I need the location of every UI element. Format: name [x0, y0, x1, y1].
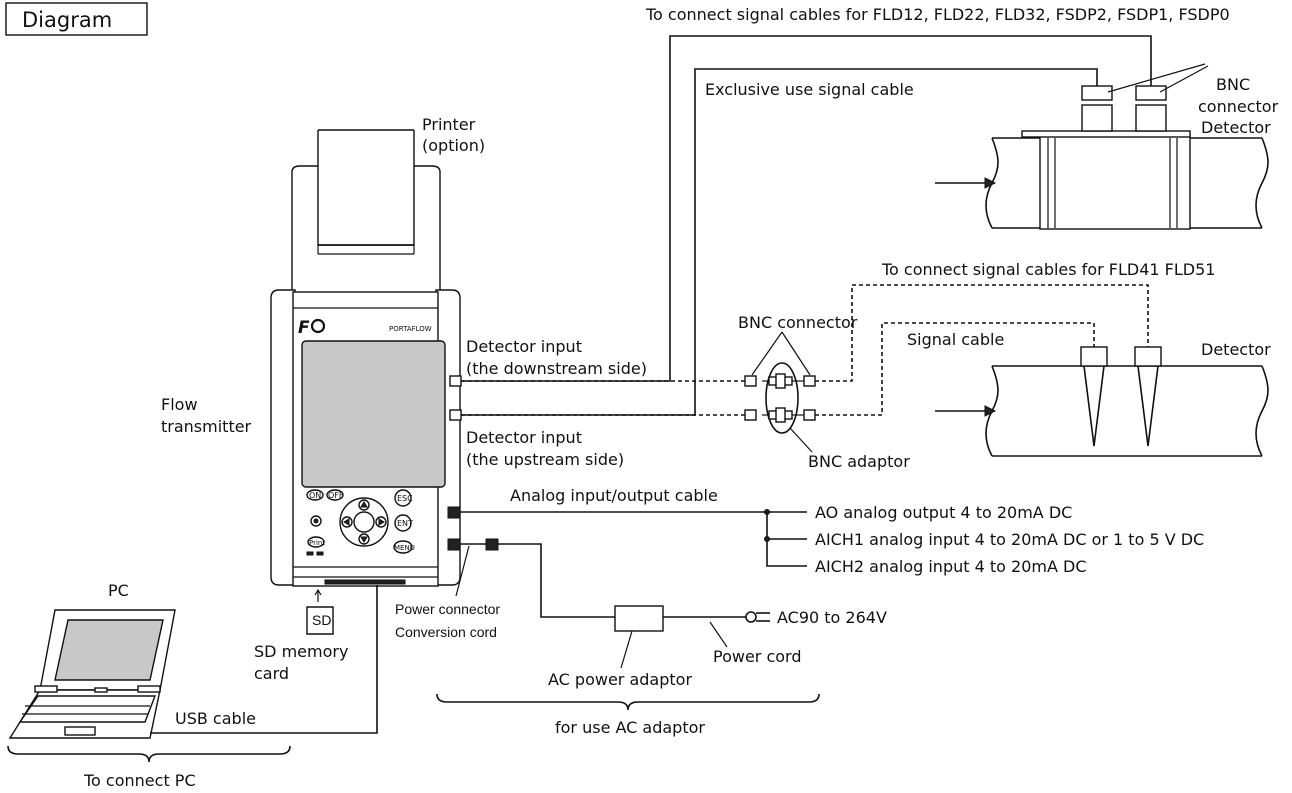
esc-key[interactable] — [394, 489, 412, 507]
sd-icon-label: SD — [312, 612, 331, 628]
power-connector-label: Power connector — [395, 601, 500, 617]
off-key[interactable] — [326, 489, 344, 501]
ac-range-label: AC90 to 264V — [777, 608, 887, 627]
exclusive-cable-label: Exclusive use signal cable — [705, 80, 914, 99]
bnc-connector-label: connector — [1198, 97, 1279, 116]
bnc-connector-mid-label: BNC connector — [738, 313, 858, 332]
svg-text:F: F — [298, 318, 310, 338]
mid-cables-label: To connect signal cables for FLD41 FLD51 — [881, 260, 1215, 279]
ac-power-adaptor — [614, 605, 664, 632]
detector-input-upstream-port[interactable] — [449, 409, 462, 421]
svg-text:OFF: OFF — [328, 491, 344, 500]
sd-card-label-2: card — [254, 664, 289, 683]
usb-cable — [150, 585, 378, 734]
svg-text:ESC: ESC — [397, 494, 413, 503]
sd-card[interactable] — [306, 606, 334, 635]
detector-input-upstream-label: Detector input — [466, 428, 582, 447]
downstream-signal-cable — [461, 35, 1152, 382]
center-key[interactable] — [353, 511, 375, 533]
printer-label: Printer — [422, 115, 476, 134]
power-connector — [485, 538, 499, 551]
bnc-label: BNC — [1216, 75, 1250, 94]
ac-adaptor-label: AC power adaptor — [548, 670, 692, 689]
svg-text:MENU: MENU — [394, 544, 415, 552]
for-ac-adaptor-label: for use AC adaptor — [555, 718, 705, 737]
bnc-adaptor-group — [744, 331, 816, 453]
top-cables-label: To connect signal cables for FLD12, FLD2… — [645, 5, 1230, 24]
title-box — [5, 2, 148, 36]
aich2-label: AICH2 analog input 4 to 20mA DC — [815, 557, 1086, 576]
power-port[interactable] — [447, 538, 461, 551]
detector-input-downstream-label: Detector input — [466, 337, 582, 356]
detector-input-downstream-port[interactable] — [449, 375, 462, 387]
analog-port[interactable] — [447, 506, 461, 519]
usb-cable-label: USB cable — [175, 709, 256, 728]
flow-transmitter: F PORTAFLOW ON OFF Print ESC ENT MENU — [270, 289, 462, 587]
menu-key[interactable] — [393, 540, 413, 554]
laptop-pc — [8, 609, 176, 739]
detector-input-downstream-sub: (the downstream side) — [466, 359, 647, 378]
ent-key[interactable] — [394, 514, 412, 532]
bnc-connector-2[interactable] — [1135, 85, 1167, 101]
device-brand: PORTAFLOW — [389, 325, 432, 333]
on-key[interactable] — [306, 489, 324, 501]
connect-pc-label: To connect PC — [83, 771, 196, 790]
sd-card-label: SD memory — [254, 642, 348, 661]
print-key[interactable] — [307, 536, 325, 548]
pc-label: PC — [108, 581, 129, 600]
flow-transmitter-label: Flow — [161, 395, 198, 414]
svg-text:ON: ON — [309, 491, 321, 500]
detector-input-upstream-sub: (the upstream side) — [466, 450, 624, 469]
diagram-title: Diagram — [22, 8, 112, 32]
detector-mid-label: Detector — [1201, 340, 1271, 359]
flow-transmitter-label-2: transmitter — [161, 417, 252, 436]
ao-label: AO analog output 4 to 20mA DC — [815, 503, 1072, 522]
conversion-cord-label: Conversion cord — [395, 624, 497, 640]
svg-text:Print: Print — [309, 539, 325, 547]
aich1-label: AICH1 analog input 4 to 20mA DC or 1 to … — [815, 530, 1204, 549]
signal-cable-label: Signal cable — [907, 330, 1004, 349]
bnc-adaptor-label: BNC adaptor — [808, 452, 910, 471]
detector-top — [935, 85, 1269, 230]
printer — [291, 129, 441, 313]
analog-cable-label: Analog input/output cable — [510, 486, 718, 505]
power-cord-label: Power cord — [713, 647, 802, 666]
detector-mid — [935, 346, 1269, 457]
detector-top-label: Detector — [1201, 118, 1271, 137]
bnc-connector-1[interactable] — [1081, 85, 1113, 101]
svg-text:ENT: ENT — [397, 519, 413, 528]
lcd-screen — [301, 340, 446, 488]
printer-option-label: (option) — [422, 136, 485, 155]
